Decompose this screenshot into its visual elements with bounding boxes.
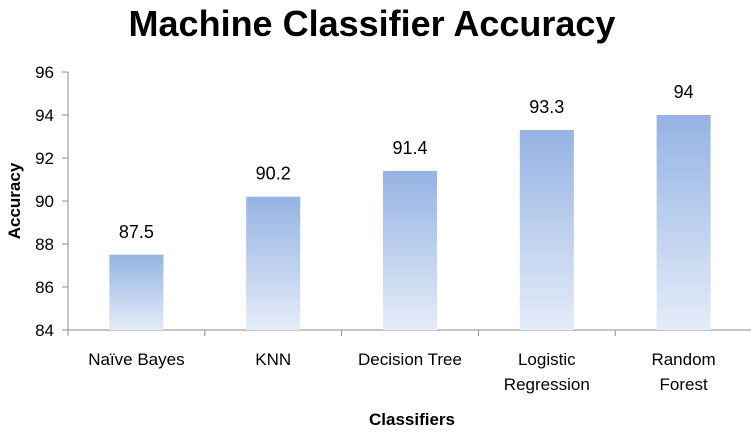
data-label: 87.5 — [119, 222, 154, 242]
bar-5 — [656, 115, 711, 330]
y-tick-label: 88 — [35, 235, 54, 254]
data-label: 93.3 — [529, 97, 564, 117]
y-tick-label: 90 — [35, 192, 54, 211]
y-tick-label: 94 — [35, 106, 54, 125]
x-category-label: Logistic — [518, 350, 576, 369]
y-tick-label: 84 — [35, 321, 54, 340]
bar-2 — [246, 196, 301, 330]
bar-1 — [109, 254, 164, 330]
x-axis-title: Classifiers — [369, 410, 455, 429]
x-category-label: KNN — [255, 350, 291, 369]
x-category-label: Regression — [504, 375, 590, 394]
chart-title: Machine Classifier Accuracy — [129, 3, 616, 44]
y-tick-label: 92 — [35, 149, 54, 168]
y-tick-label: 86 — [35, 278, 54, 297]
bar-3 — [383, 170, 437, 330]
y-axis-title: Accuracy — [5, 162, 24, 239]
data-label: 90.2 — [256, 164, 291, 184]
x-category-label: Random — [651, 350, 715, 369]
x-category-label: Forest — [660, 375, 708, 394]
y-tick-label: 96 — [35, 63, 54, 82]
data-label: 91.4 — [392, 138, 427, 158]
data-label: 94 — [674, 82, 694, 102]
x-category-label: Naïve Bayes — [88, 350, 184, 369]
bar-4 — [519, 130, 574, 330]
x-category-label: Decision Tree — [358, 350, 462, 369]
